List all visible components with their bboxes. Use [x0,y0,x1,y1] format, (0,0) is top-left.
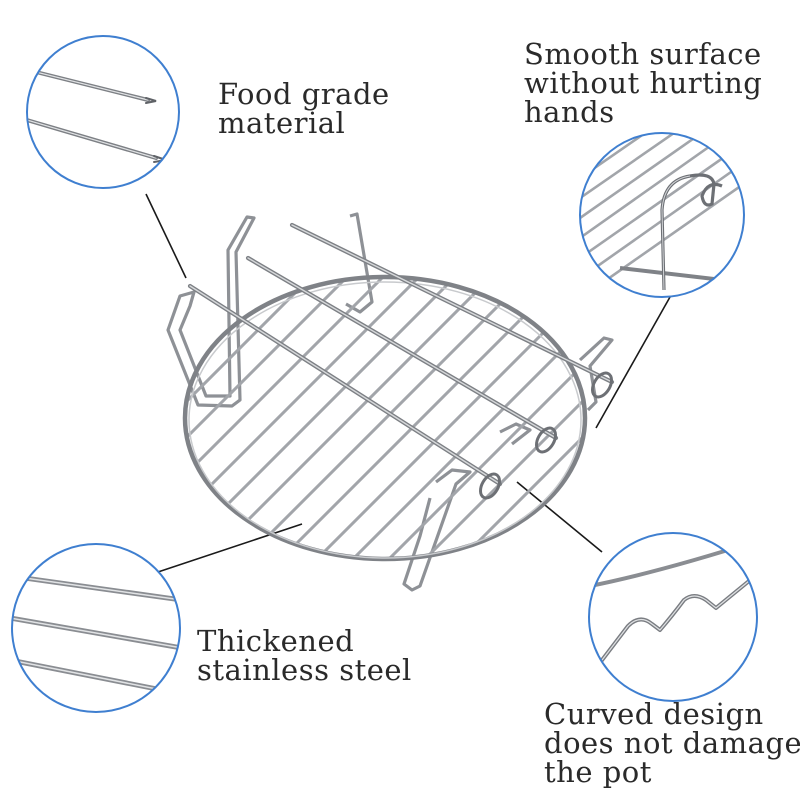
detail-circle-skewer-tips [26,35,180,189]
leader-lines [145,193,671,573]
skewers [187,222,615,500]
detail-circle-thick-rods [11,543,181,713]
callout-curved-design: Curved design does not damage the pot [544,700,800,787]
leader-line-bottom-right [516,481,603,553]
leader-line-bottom-left [157,523,303,573]
callout-curved-design-line-2: does not damage [544,726,800,760]
callout-smooth-surface: Smooth surface without hurting hands [524,40,762,127]
leader-line-top-left [145,193,187,279]
callout-food-grade: Food grade material [218,80,390,138]
callout-smooth-surface-line-3: hands [524,95,615,129]
detail-circle-smooth-edge [579,132,745,298]
callout-curved-design-line-1: Curved design [544,697,764,731]
callout-curved-design-line-3: the pot [544,755,652,789]
callout-thickened-steel: Thickened stainless steel [197,627,412,685]
callout-smooth-surface-line-1: Smooth surface [524,37,762,71]
callout-smooth-surface-line-2: without hurting [524,66,763,100]
detail-circle-curved-wire [588,532,758,702]
callout-food-grade-line-1: Food grade [218,77,390,111]
callout-thickened-steel-line-1: Thickened [197,624,355,658]
callout-thickened-steel-line-2: stainless steel [197,653,412,687]
leader-line-top-right [595,296,671,429]
callout-food-grade-line-2: material [218,106,346,140]
